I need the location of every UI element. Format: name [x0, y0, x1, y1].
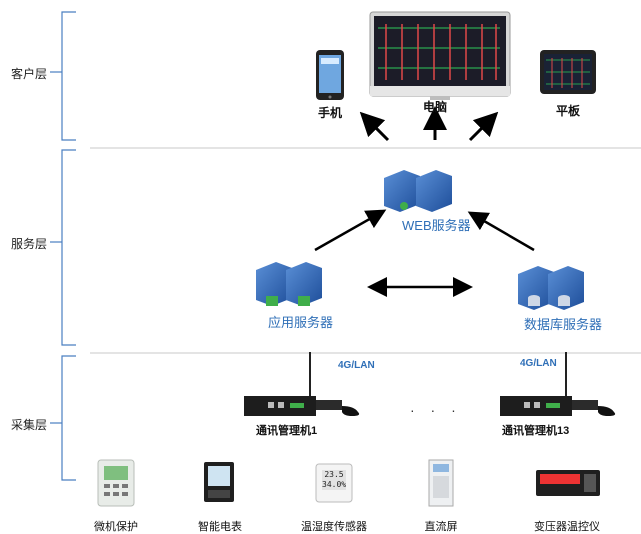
field-device-label: 微机保护	[94, 521, 138, 533]
gateway-device-1-icon	[244, 352, 360, 416]
web-server-label: WEB服务器	[402, 218, 471, 233]
tablet-label: 平板	[555, 104, 580, 118]
gateway-1-network-label: 4G/LAN	[338, 360, 375, 371]
tier-bracket-service	[50, 149, 76, 346]
app-server-label: 应用服务器	[268, 315, 334, 330]
sensor-readout-humidity: 34.0%	[322, 480, 347, 489]
tablet-icon	[540, 50, 596, 94]
gateway-device-13-icon	[500, 352, 616, 416]
db-server-label: 数据库服务器	[524, 317, 603, 332]
tier-bracket-collection	[50, 355, 76, 481]
arrow-app-to-web	[314, 209, 387, 252]
dc-panel-icon	[428, 459, 454, 507]
arrow-to-phone	[359, 111, 390, 142]
sensor-readout: 23.5 34.0%	[322, 470, 346, 490]
protection-relay-icon	[97, 459, 135, 507]
tier-label-collection: 采集层	[10, 418, 47, 432]
tier-bracket-client	[50, 11, 76, 141]
gateway-1-label: 通讯管理机1	[256, 425, 318, 437]
transformer-temp-controller-icon	[536, 470, 600, 496]
arrow-to-tablet	[468, 111, 499, 142]
sensor-readout-temp: 23.5	[324, 470, 344, 479]
gateway-13-label: 通讯管理机13	[502, 425, 570, 437]
field-device-label: 温湿度传感器	[301, 521, 367, 533]
phone-label: 手机	[317, 106, 342, 120]
gateway-13-network-label: 4G/LAN	[520, 358, 557, 369]
gateway-ellipsis: · · ·	[410, 402, 462, 418]
field-device-label: 直流屏	[424, 521, 458, 533]
tier-label-service: 服务层	[10, 237, 47, 251]
computer-icon	[369, 11, 511, 100]
web-server-icon	[384, 170, 452, 212]
arrow-db-to-web	[467, 211, 535, 252]
app-server-icon	[256, 262, 322, 306]
field-device-label: 变压器温控仪	[534, 521, 600, 533]
tier-label-client: 客户层	[10, 67, 47, 81]
computer-label: 电脑	[422, 100, 447, 114]
phone-icon	[316, 50, 344, 100]
db-server-icon	[518, 266, 584, 310]
field-device-label: 智能电表	[198, 521, 242, 533]
temp-humidity-sensor-icon	[315, 463, 353, 503]
smart-meter-icon	[204, 462, 234, 502]
